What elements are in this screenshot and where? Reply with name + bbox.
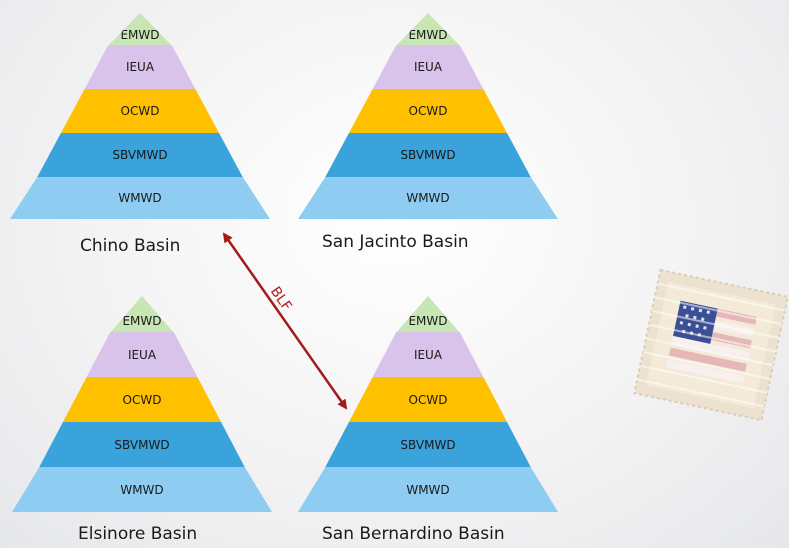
layer-label: WMWD	[406, 482, 450, 497]
layer-label: OCWD	[122, 392, 162, 407]
pyramid-layer-ocwd: OCWD	[348, 89, 508, 133]
layer-label: IEUA	[413, 347, 443, 362]
layer-label: SBVMWD	[114, 437, 170, 452]
basin-caption-elsinore: Elsinore Basin	[78, 524, 198, 544]
pyramid-layer-ocwd: OCWD	[348, 377, 508, 422]
pyramid-elsinore-basin: EMWD IEUA OCWD SBVMWD WMWD	[12, 296, 272, 512]
pyramid-layer-sbvmwd: SBVMWD	[39, 422, 245, 467]
pyramid-layer-wmwd: WMWD	[10, 177, 270, 219]
layer-label: SBVMWD	[400, 148, 456, 162]
pyramid-layer-ocwd: OCWD	[60, 89, 220, 133]
pyramid-layer-sbvmwd: SBVMWD	[325, 133, 531, 177]
layer-label: EMWD	[408, 28, 448, 42]
flag-stamp-image	[633, 268, 789, 422]
pyramid-layer-wmwd: WMWD	[12, 467, 272, 512]
basin-caption-chino: Chino Basin	[80, 236, 181, 256]
layer-label: SBVMWD	[400, 437, 456, 452]
layer-label: SBVMWD	[112, 148, 168, 162]
layer-label: OCWD	[120, 104, 160, 118]
pyramid-layer-ocwd: OCWD	[62, 377, 222, 422]
layer-label: EMWD	[408, 314, 448, 328]
pyramid-chino-basin: EMWD IEUA OCWD SBVMWD WMWD	[10, 13, 270, 219]
pyramid-layer-sbvmwd: SBVMWD	[37, 133, 243, 177]
layer-label: EMWD	[122, 314, 162, 328]
pyramid-layer-wmwd: WMWD	[298, 467, 558, 512]
layer-label: WMWD	[120, 482, 164, 497]
pyramid-layer-wmwd: WMWD	[298, 177, 558, 219]
layer-label: EMWD	[120, 28, 160, 42]
pyramid-layer-sbvmwd: SBVMWD	[325, 422, 531, 467]
layer-label: IEUA	[127, 347, 157, 362]
layer-label: OCWD	[408, 104, 448, 118]
pyramid-san-jacinto-basin: EMWD IEUA OCWD SBVMWD WMWD	[298, 13, 558, 219]
layer-label: WMWD	[406, 191, 450, 205]
pyramid-san-bernardino-basin: EMWD IEUA OCWD SBVMWD WMWD	[298, 296, 558, 512]
layer-label: OCWD	[408, 392, 448, 407]
layer-label: IEUA	[125, 60, 155, 74]
layer-label: IEUA	[413, 60, 443, 74]
blf-arrow-line	[222, 232, 348, 410]
basin-caption-san-jacinto: San Jacinto Basin	[322, 232, 469, 252]
layer-label: WMWD	[118, 191, 162, 205]
basin-caption-san-bernardino: San Bernardino Basin	[322, 524, 505, 544]
